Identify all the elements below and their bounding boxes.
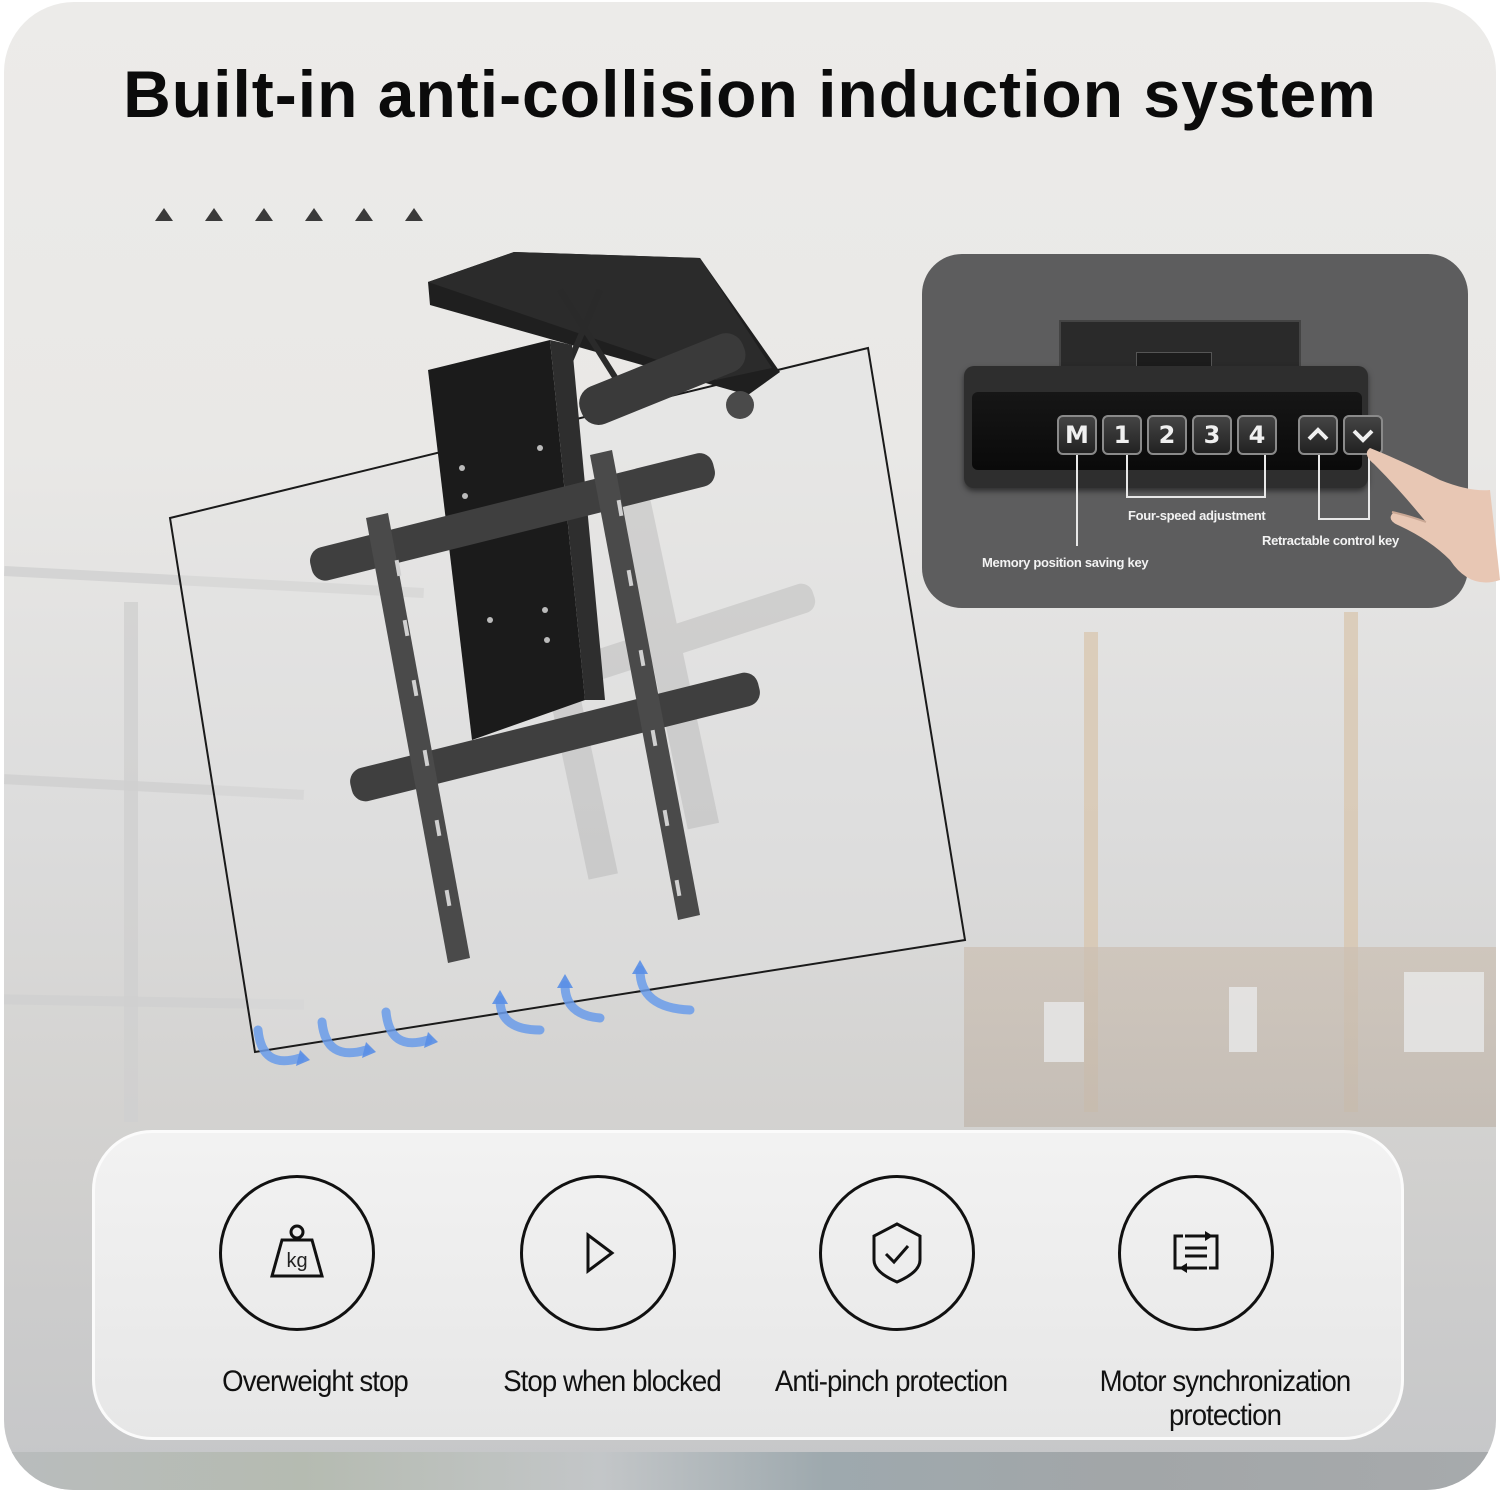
book xyxy=(1404,972,1484,1052)
tv-mount-illustration xyxy=(168,252,967,1066)
feature-icon-circle: kg xyxy=(219,1175,375,1331)
feature-stop-when-blocked: Stop when blocked xyxy=(452,1133,772,1443)
feature-overweight-stop: kg Overweight stop xyxy=(155,1133,475,1443)
retractable-label: Retractable control key xyxy=(1262,533,1399,548)
feature-icon-circle xyxy=(1118,1175,1274,1331)
speed-key-4[interactable]: 4 xyxy=(1237,415,1277,455)
book xyxy=(1044,1002,1084,1062)
leader-line-speed xyxy=(1126,496,1266,498)
chevron-down-icon xyxy=(1352,429,1374,443)
leader-line-memory xyxy=(1076,454,1078,546)
leader-line-retract xyxy=(1368,454,1370,520)
chevron-up-icon xyxy=(1307,427,1329,441)
speed-key-3[interactable]: 3 xyxy=(1192,415,1232,455)
four-speed-label: Four-speed adjustment xyxy=(1128,508,1266,523)
speed-key-2[interactable]: 2 xyxy=(1147,415,1187,455)
decorative-triangles xyxy=(155,208,455,221)
speed-key-1[interactable]: 1 xyxy=(1102,415,1142,455)
up-key[interactable] xyxy=(1298,415,1338,455)
features-bar: kg Overweight stop Stop when blocked Ant… xyxy=(92,1130,1404,1440)
floor-strip xyxy=(4,1452,1496,1490)
induction-arrows xyxy=(253,965,695,1066)
leader-line-retract xyxy=(1318,454,1320,520)
leader-line-speed xyxy=(1126,454,1128,498)
leader-line-retract xyxy=(1318,518,1370,520)
pointing-hand xyxy=(1366,448,1500,583)
window-frame xyxy=(124,602,138,1122)
triangle-icon xyxy=(355,208,373,221)
shield-check-icon xyxy=(872,1222,922,1284)
down-key[interactable] xyxy=(1343,415,1383,455)
mounting-bracket xyxy=(1059,320,1301,372)
triangle-icon xyxy=(305,208,323,221)
feature-label: Anti-pinch protection xyxy=(774,1365,1008,1398)
sync-arrows-icon xyxy=(1173,1231,1219,1273)
book xyxy=(1229,987,1257,1052)
triangle-icon xyxy=(405,208,423,221)
weight-kg-icon: kg xyxy=(270,1224,324,1278)
feature-anti-pinch: Anti-pinch protection xyxy=(731,1133,1051,1443)
memory-key[interactable]: M xyxy=(1057,415,1097,455)
feature-label: Motor synchronization protection xyxy=(1099,1365,1352,1432)
svg-text:kg: kg xyxy=(286,1250,307,1272)
triangle-icon xyxy=(155,208,173,221)
feature-icon-circle xyxy=(819,1175,975,1331)
triangle-icon xyxy=(205,208,223,221)
play-triangle-icon xyxy=(586,1232,615,1274)
feature-icon-circle xyxy=(520,1175,676,1331)
feature-label: Stop when blocked xyxy=(503,1365,722,1398)
memory-label: Memory position saving key xyxy=(982,555,1149,570)
page-title: Built-in anti-collision induction system xyxy=(123,57,1377,131)
feature-motor-sync: Motor synchronization protection xyxy=(1045,1133,1405,1443)
feature-label: Overweight stop xyxy=(222,1365,409,1398)
leader-line-speed xyxy=(1264,454,1266,498)
triangle-icon xyxy=(255,208,273,221)
